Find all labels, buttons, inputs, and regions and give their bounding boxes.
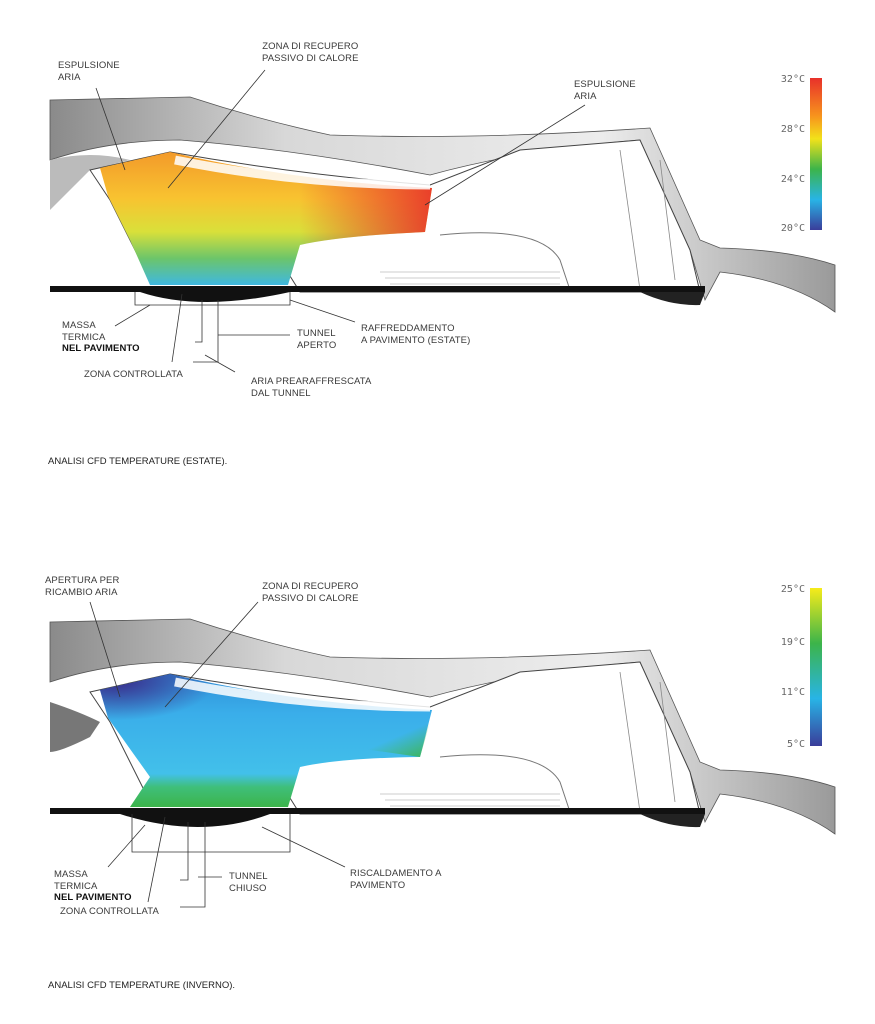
roof-shell	[49, 96, 836, 313]
summer-scale-tick: 32°C	[780, 74, 805, 85]
label-in-floor: NEL PAVIMENTO	[62, 343, 140, 354]
winter-scale-tick: 19°C	[780, 637, 805, 648]
label-exhaust-air-right: ESPULSIONE ARIA	[574, 79, 636, 102]
winter-scale-tick: 25°C	[780, 584, 805, 595]
thermal-mass	[140, 292, 290, 302]
label-thermal-mass-text: MASSA TERMICA	[62, 320, 106, 343]
label-controlled-zone-winter: ZONA CONTROLLATA	[60, 906, 159, 917]
label-heat-recovery-zone: ZONA DI RECUPERO PASSIVO DI CALORE	[262, 41, 359, 64]
label-tunnel-open: TUNNEL APERTO	[297, 328, 337, 351]
label-air-exchange-opening: APERTURA PER RICAMBIO ARIA	[45, 575, 120, 598]
label-in-floor: NEL PAVIMENTO	[54, 892, 132, 903]
summer-caption: ANALISI CFD TEMPERATURE (ESTATE).	[48, 456, 228, 467]
label-heat-recovery-zone-winter: ZONA DI RECUPERO PASSIVO DI CALORE	[262, 581, 359, 604]
summer-scale-tick: 20°C	[780, 223, 805, 234]
winter-scale-tick: 11°C	[780, 687, 805, 698]
winter-scale-tick: 5°C	[786, 739, 805, 750]
winter-color-scale	[810, 588, 822, 746]
floor-slab	[50, 286, 705, 292]
label-exhaust-air-left: ESPULSIONE ARIA	[58, 60, 120, 83]
winter-caption: ANALISI CFD TEMPERATURE (INVERNO).	[48, 980, 236, 991]
summer-leader-lines	[95, 69, 586, 373]
summer-building-section	[49, 69, 836, 373]
label-tunnel-closed: TUNNEL CHIUSO	[229, 871, 268, 894]
label-thermal-mass-text: MASSA TERMICA	[54, 869, 98, 892]
summer-scale-tick: 28°C	[780, 124, 805, 135]
label-floor-heating: RISCALDAMENTO A PAVIMENTO	[350, 868, 442, 891]
label-floor-cooling: RAFFREDDAMENTO A PAVIMENTO (ESTATE)	[361, 323, 471, 346]
summer-scale-tick: 24°C	[780, 174, 805, 185]
label-controlled-zone: ZONA CONTROLLATA	[84, 369, 183, 380]
summer-color-scale	[810, 78, 822, 230]
winter-building-section	[49, 588, 836, 908]
label-precooled-air: ARIA PREARAFFRESCATA DAL TUNNEL	[251, 376, 372, 399]
